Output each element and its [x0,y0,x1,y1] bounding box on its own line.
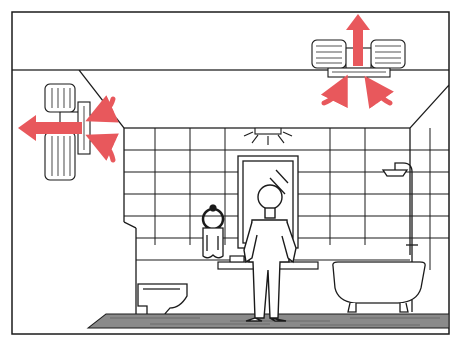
toilet-icon [138,284,187,316]
bathtub-icon [333,262,425,312]
intake-arrows [99,88,390,160]
intake-arrow-ceiling-right [373,88,390,103]
floor [88,314,449,328]
towel-ring-icon [203,205,223,258]
intake-arrow-wall-bottom [99,141,113,160]
intake-arrow-wall-top [99,99,113,115]
ceiling-light-icon [244,128,292,145]
intake-arrow-ceiling-left [324,88,341,103]
